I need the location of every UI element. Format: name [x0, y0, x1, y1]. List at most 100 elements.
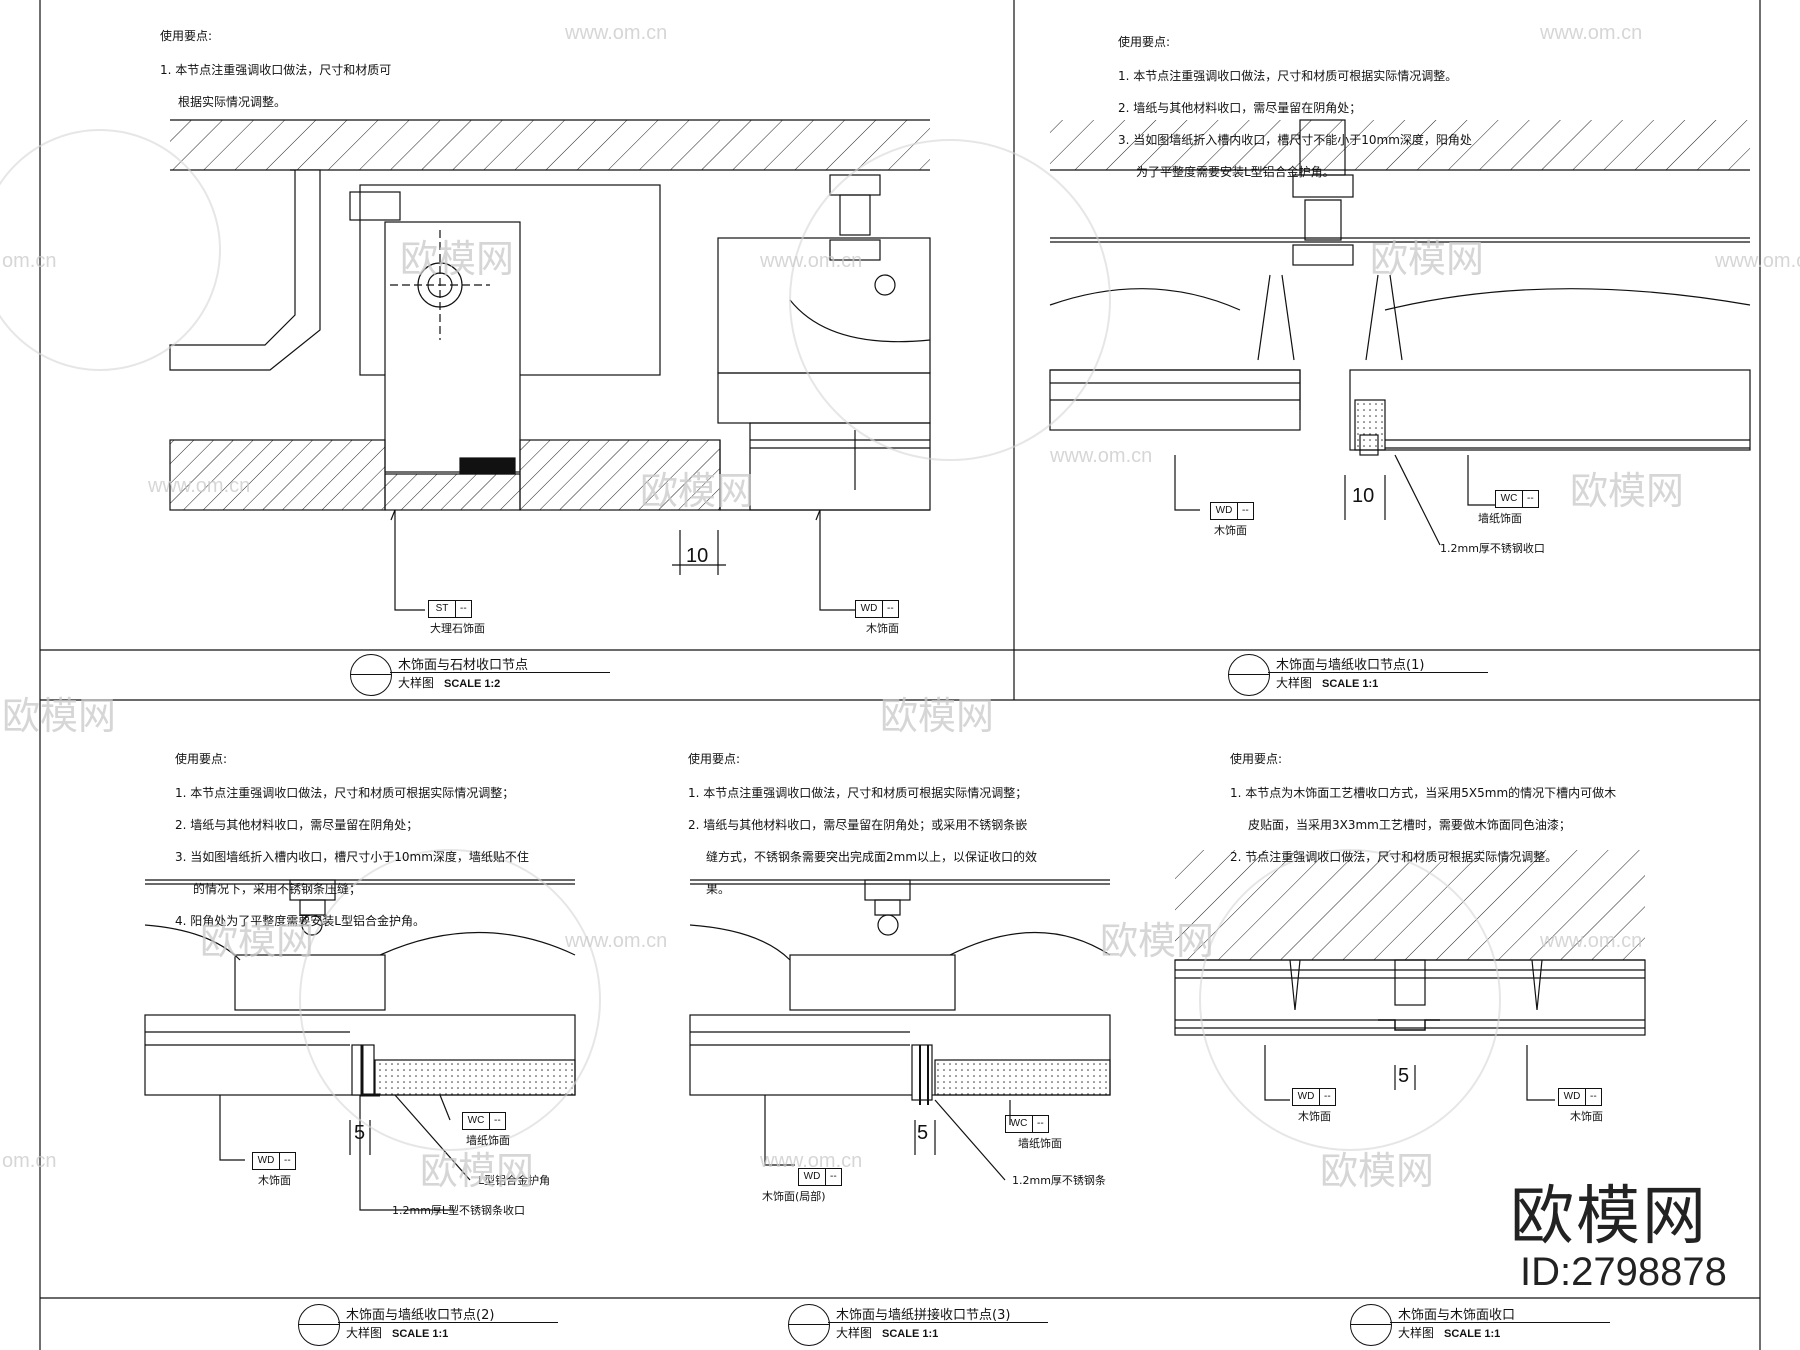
detail-title: 木饰面与墙纸收口节点(2) — [346, 1308, 495, 1323]
sheet-frame — [39, 0, 1761, 1350]
detail-symbol — [350, 654, 392, 696]
detail-symbol — [1228, 654, 1270, 696]
brand-id: ID:2798878 — [1520, 1250, 1727, 1294]
watermark-text: www.om.cn — [565, 22, 668, 44]
dimension-label: 10 — [686, 545, 709, 567]
note-line: 2. 节点注重强调收口做法，尺寸和材质可根据实际情况调整。 — [1230, 850, 1558, 864]
note-line: 果。 — [706, 882, 731, 896]
watermark-text: 欧模网 — [200, 921, 315, 963]
detail-symbol — [1350, 1304, 1392, 1346]
note-line: 的情况下，采用不锈钢条压缝； — [193, 882, 362, 896]
material-label: 1.2mm厚L型不锈钢条收口 — [392, 1204, 526, 1217]
watermark-text: 欧模网 — [2, 696, 117, 738]
panel-3-notes: 使用要点: 1. 本节点注重强调收口做法，尺寸和材质可根据实际情况调整； 2. … — [175, 735, 595, 945]
detail-title: 木饰面与墙纸收口节点(1) — [1276, 658, 1425, 673]
note-line: 为了平整度需要安装L型铝合金护角。 — [1136, 165, 1335, 179]
watermark-text: 欧模网 — [1320, 1151, 1435, 1193]
panel-5-notes: 使用要点: 1. 本节点为木饰面工艺槽收口方式，当采用5X5mm的情况下槽内可做… — [1230, 735, 1700, 881]
panel-2-title-block: 木饰面与墙纸收口节点(1) 大样图 SCALE 1:1 — [1228, 652, 1568, 696]
note-line: 1. 本节点注重强调收口做法，尺寸和材质可 — [160, 63, 392, 77]
panel-4-drawing — [689, 879, 1111, 1181]
detail-symbol — [298, 1304, 340, 1346]
watermark-text: 欧模网 — [1570, 471, 1685, 513]
material-label: 墙纸饰面 — [1018, 1137, 1062, 1150]
material-label: 木饰面 — [866, 622, 899, 635]
material-label: L型铝合金护角 — [478, 1174, 551, 1187]
material-tag: WD-- — [798, 1168, 842, 1186]
material-label: 1.2mm厚不锈钢收口 — [1440, 542, 1545, 555]
material-tag: WC-- — [462, 1112, 506, 1130]
watermark-text: www.om.cn — [148, 475, 251, 497]
detail-subtitle: 大样图 — [1276, 676, 1313, 690]
watermark-text: www.om.cn — [565, 930, 668, 952]
note-line: 2. 墙纸与其他材料收口，需尽量留在阴角处；或采用不锈钢条嵌 — [688, 818, 1028, 832]
watermark-text: www.om.cn — [1050, 445, 1153, 467]
watermark-text: www.om.cn — [1715, 250, 1800, 272]
note-line: 2. 墙纸与其他材料收口，需尽量留在阴角处； — [1118, 101, 1362, 115]
material-label: 大理石饰面 — [430, 622, 485, 635]
watermark-text: www.om.cn — [760, 1150, 863, 1172]
watermark-text: 欧模网 — [1100, 921, 1215, 963]
detail-scale: SCALE 1:1 — [392, 1328, 449, 1340]
note-line: 1. 本节点注重强调收口做法，尺寸和材质可根据实际情况调整； — [175, 786, 515, 800]
detail-scale: SCALE 1:1 — [1322, 678, 1379, 690]
material-label: 墙纸饰面 — [1478, 512, 1522, 525]
detail-title: 木饰面与墙纸拼接收口节点(3) — [836, 1308, 1011, 1323]
watermark-text: 欧模网 — [420, 1151, 535, 1193]
watermark-text: www.om.cn — [760, 250, 863, 272]
panel-1-drawing — [169, 119, 931, 611]
note-line: 1. 本节点为木饰面工艺槽收口方式，当采用5X5mm的情况下槽内可做木 — [1230, 786, 1617, 800]
material-label: 木饰面 — [1570, 1110, 1603, 1123]
note-line: 4. 阳角处为了平整度需要安装L型铝合金护角。 — [175, 914, 425, 928]
material-tag: WD-- — [1558, 1088, 1602, 1106]
watermark-shapes — [0, 129, 1501, 1151]
dimension-label: 10 — [1352, 485, 1375, 507]
detail-scale: SCALE 1:1 — [1444, 1328, 1501, 1340]
panel-5-title-block: 木饰面与木饰面收口 大样图 SCALE 1:1 — [1350, 1302, 1690, 1346]
material-tag: WC-- — [1495, 490, 1539, 508]
notes-title: 使用要点: — [160, 29, 213, 43]
detail-subtitle: 大样图 — [1398, 1326, 1435, 1340]
material-label: 木饰面(局部) — [762, 1190, 826, 1203]
material-tag: WD-- — [1292, 1088, 1336, 1106]
material-tag: WD-- — [855, 600, 899, 618]
note-line: 皮贴面，当采用3X3mm工艺槽时，需要做木饰面同色油漆； — [1248, 818, 1571, 832]
brand-logo-text: 欧模网 — [1510, 1180, 1708, 1254]
material-label: 木饰面 — [1214, 524, 1247, 537]
panel-2-drawing — [1049, 119, 1751, 546]
detail-scale: SCALE 1:2 — [444, 678, 501, 690]
note-line: 2. 墙纸与其他材料收口，需尽量留在阴角处； — [175, 818, 419, 832]
panel-3-drawing — [144, 879, 576, 1211]
watermark-text: 欧模网 — [640, 471, 755, 513]
watermark-text: om.cn — [2, 250, 57, 272]
material-label: 木饰面 — [258, 1174, 291, 1187]
panel-3-title-block: 木饰面与墙纸收口节点(2) 大样图 SCALE 1:1 — [298, 1302, 638, 1346]
material-label: 墙纸饰面 — [466, 1134, 510, 1147]
watermark-text: www.om.cn — [1540, 22, 1643, 44]
note-line: 3. 当如图墙纸折入槽内收口，槽尺寸不能小于10mm深度，阳角处 — [1118, 133, 1472, 147]
detail-title: 木饰面与木饰面收口 — [1398, 1308, 1516, 1323]
note-line: 1. 本节点注重强调收口做法，尺寸和材质可根据实际情况调整； — [688, 786, 1028, 800]
notes-title: 使用要点: — [688, 752, 741, 766]
watermark-text: www.om.cn — [1540, 930, 1643, 952]
watermark-text: 欧模网 — [880, 696, 995, 738]
detail-subtitle: 大样图 — [346, 1326, 383, 1340]
watermark-text: 欧模网 — [1370, 239, 1485, 281]
dimension-label: 5 — [1398, 1065, 1410, 1087]
material-label: 木饰面 — [1298, 1110, 1331, 1123]
detail-subtitle: 大样图 — [836, 1326, 873, 1340]
panel-4-notes: 使用要点: 1. 本节点注重强调收口做法，尺寸和材质可根据实际情况调整； 2. … — [688, 735, 1108, 913]
detail-title: 木饰面与石材收口节点 — [398, 658, 529, 673]
note-line: 1. 本节点注重强调收口做法，尺寸和材质可根据实际情况调整。 — [1118, 69, 1458, 83]
panel-2-notes: 使用要点: 1. 本节点注重强调收口做法，尺寸和材质可根据实际情况调整。 2. … — [1118, 18, 1638, 196]
material-tag: WD-- — [252, 1152, 296, 1170]
material-tag: WD-- — [1210, 502, 1254, 520]
note-line: 3. 当如图墙纸折入槽内收口，槽尺寸小于10mm深度，墙纸贴不住 — [175, 850, 529, 864]
material-tag: WC-- — [1005, 1115, 1049, 1133]
dimension-label: 5 — [354, 1122, 366, 1144]
material-tag: ST-- — [428, 600, 472, 618]
material-label: 1.2mm厚不锈钢条 — [1012, 1174, 1106, 1187]
